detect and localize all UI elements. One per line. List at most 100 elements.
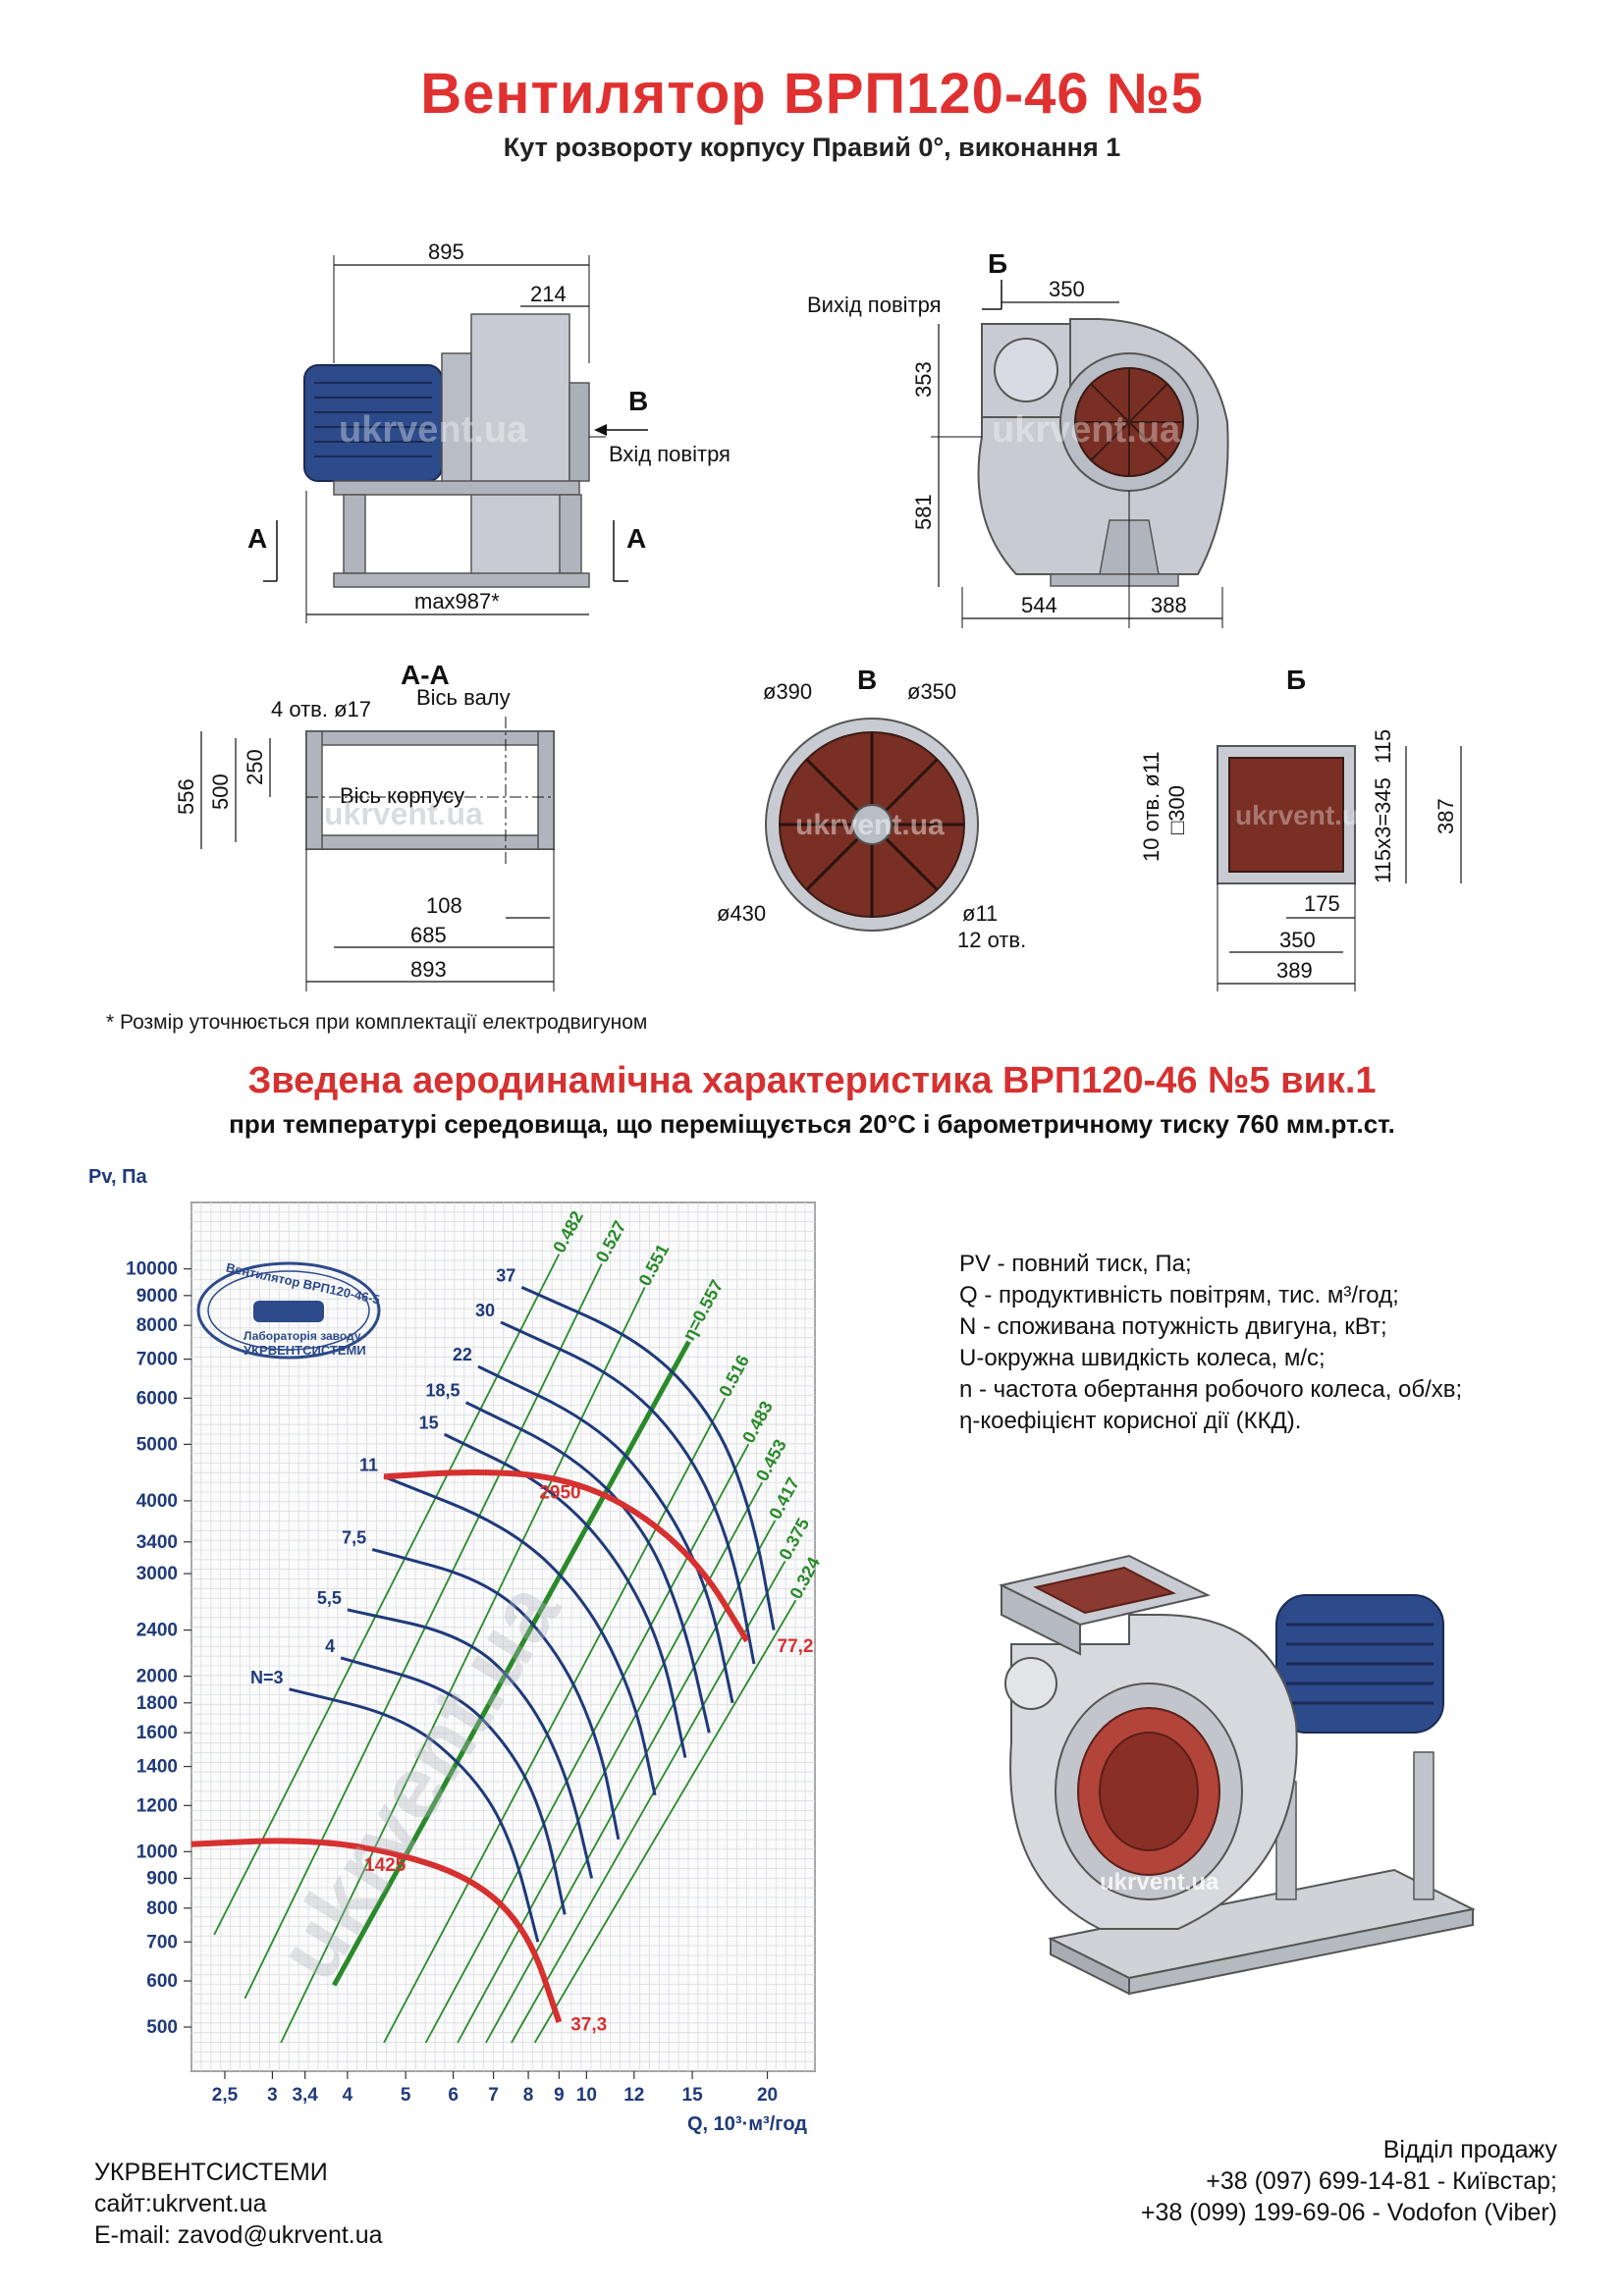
y-tick-label: 6000 [136, 1388, 178, 1409]
dim-556: 556 [174, 778, 198, 815]
phone-1[interactable]: +38 (097) 699-14-81 - Київстар; [1206, 2167, 1557, 2195]
y-tick-label: 7000 [136, 1350, 178, 1370]
speed-annotation: 77,2 [778, 1636, 814, 1657]
site-link[interactable]: сайт:ukrvent.ua [94, 2190, 267, 2217]
outlet-label: Вихід повітря [807, 293, 942, 317]
characteristic-title: Зведена аеродинамічна характеристика ВРП… [247, 1060, 1377, 1101]
phone-2[interactable]: +38 (099) 199-69-06 - Vodofon (Viber) [1140, 2199, 1557, 2226]
dim-387: 387 [1434, 798, 1458, 834]
efficiency-line [280, 1286, 646, 2044]
view-b-title: Б [1286, 665, 1306, 695]
power-label: 22 [453, 1345, 472, 1364]
power-curve [289, 1687, 540, 1943]
label-b-front: Б [988, 248, 1007, 279]
y-tick-label: 9000 [136, 1286, 178, 1307]
email-link[interactable]: E-mail: zavod@ukrvent.ua [94, 2221, 383, 2249]
watermark: ukrvent.ua [1100, 1869, 1219, 1896]
rpm-curve [383, 1468, 750, 1643]
power-label: 5,5 [317, 1588, 342, 1608]
inlet-label: Вхід повітря [609, 442, 731, 466]
characteristic-subtitle: при температурі середовища, що переміщує… [229, 1109, 1395, 1139]
y-tick-label: 1200 [136, 1795, 178, 1816]
side-view: 895 214 ukrvent.ua В Вхід повітря А А [247, 240, 731, 623]
dim-250: 250 [243, 749, 267, 785]
dim-115x3: 115x3=345 [1371, 777, 1395, 883]
dim-350-front: 350 [1049, 277, 1085, 301]
efficiency-line [424, 1443, 750, 2044]
legend: PV - повний тиск, Па; Q - продуктивність… [959, 1249, 1462, 1437]
y-tick-label: 900 [146, 1868, 178, 1889]
dim-175: 175 [1304, 891, 1340, 916]
y-tick-label: 1400 [136, 1757, 178, 1778]
dia-390: ø390 [763, 679, 812, 704]
dim-893: 893 [410, 957, 447, 982]
y-tick-label: 500 [146, 2017, 178, 2038]
x-tick-label: 5 [401, 2085, 411, 2106]
speed-annotation: 37,3 [570, 2014, 607, 2035]
power-curve [371, 1548, 621, 1841]
x-tick-label: 3 [267, 2085, 278, 2106]
rpm-curves: 2950 1425 77,2 37,3 [190, 1468, 814, 2035]
efficiency-line [533, 1599, 797, 2044]
y-axis-title: Pv, Па [88, 1166, 147, 1188]
legend-item: n - частота обертання робочого колеса, о… [959, 1376, 1463, 1403]
power-label: 30 [475, 1301, 495, 1320]
efficiency-line [332, 1340, 691, 1987]
y-tick-label: 8000 [136, 1315, 178, 1336]
label-a-right: А [626, 523, 646, 554]
watermark: ukrvent.ua [795, 809, 945, 841]
power-label: N=3 [250, 1668, 284, 1687]
rpm-label: 2950 [539, 1482, 580, 1503]
page-subtitle: Кут розвороту корпусу Правий 0°, виконан… [503, 133, 1121, 162]
x-tick-label: 10 [576, 2085, 597, 2106]
page-title: Вентилятор ВРП120-46 №5 [420, 62, 1204, 126]
power-curve [520, 1285, 776, 1630]
x-tick-label: 15 [682, 2085, 704, 2106]
y-tick-label: 4000 [136, 1491, 178, 1512]
x-tick-label: 2,5 [212, 2085, 239, 2106]
power-label: 37 [496, 1265, 515, 1285]
legend-item: η-коефіцієнт корисної дії (ККД). [959, 1408, 1302, 1434]
view-b: Б ukrvent.ua 10 отв. ø11 □300 115x3=345 … [1139, 665, 1462, 991]
dim-388: 388 [1151, 593, 1187, 617]
x-tick-label: 9 [554, 2085, 565, 2106]
watermark: ukrvent.ua [1235, 800, 1375, 830]
efficiency-line [244, 1263, 603, 2000]
y-tick-label: 800 [146, 1898, 178, 1919]
y-tick-label: 1600 [136, 1723, 178, 1743]
legend-item: Q - продуктивність повітрям, тис. м³/год… [959, 1282, 1399, 1308]
dim-max987: max987* [414, 589, 500, 614]
efficiency-line [511, 1561, 786, 2044]
footnote: * Розмір уточнюється при комплектації ел… [106, 1011, 648, 1034]
aero-chart: Вентилятор ВРП120-46-5 Лабораторія завод… [88, 1166, 824, 2135]
power-curve [340, 1656, 567, 1915]
power-label: 7,5 [342, 1527, 366, 1547]
watermark: ukrvent.ua [339, 409, 528, 451]
efficiency-line [213, 1254, 561, 1936]
y-tick-label: 700 [146, 1932, 178, 1952]
x-tick-label: 4 [343, 2085, 353, 2106]
dim-353: 353 [911, 361, 936, 398]
x-tick-label: 12 [623, 2085, 644, 2106]
rpm-curve [190, 1838, 563, 2023]
dim-108: 108 [426, 893, 462, 918]
y-tick-label: 1000 [136, 1842, 178, 1862]
dim-115: 115 [1371, 729, 1395, 764]
dim-544: 544 [1021, 593, 1057, 617]
y-tick-label: 10000 [126, 1259, 178, 1280]
power-label: 11 [359, 1455, 378, 1474]
watermark: ukrvent.ua [324, 796, 483, 831]
y-tick-label: 2400 [136, 1621, 178, 1641]
dim-350-b: 350 [1279, 928, 1316, 952]
rpm-label: 1425 [364, 1855, 406, 1876]
legend-item: PV - повний тиск, Па; [959, 1251, 1192, 1277]
dia-350: ø350 [907, 679, 956, 704]
sq-300: □300 [1164, 785, 1189, 834]
dim-895: 895 [428, 240, 464, 264]
x-tick-label: 6 [448, 2085, 459, 2106]
front-view: Б Вихід повітря 350 ukrvent.ua 353 581 5… [807, 248, 1229, 628]
view-v: В ø390 ø350 ukrvent.ua ø430 ø11 12 отв. [717, 665, 1026, 952]
x-tick-label: 3,4 [292, 2085, 318, 2106]
